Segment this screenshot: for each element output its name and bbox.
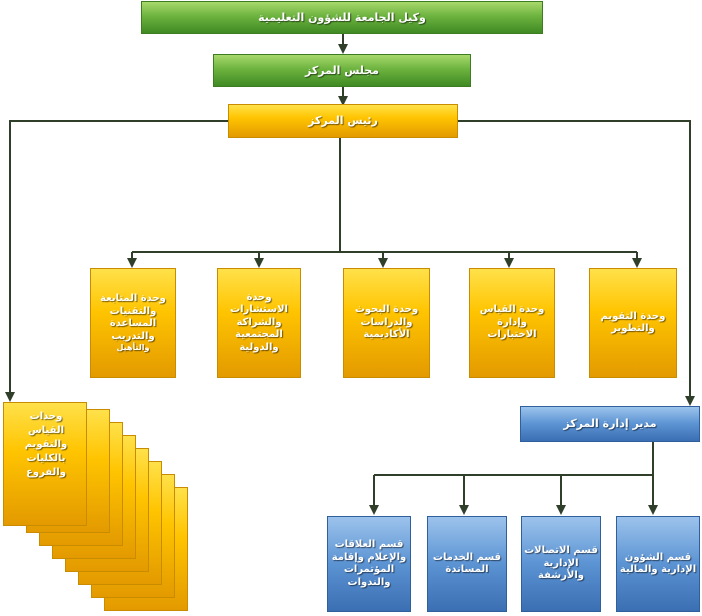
dept-communications-archiving: قسم الاتصالات الإدارية والأرشفة	[521, 516, 601, 612]
dept-admin-finance: قسم الشؤون الإدارية والمالية	[616, 516, 700, 612]
unit-label: وحدة البحوث والدراسات الأكاديمية	[354, 304, 419, 341]
head-label: رئيس المركز	[308, 114, 378, 128]
unit-consulting-partnership: وحدة الاستشارات والشراكة المجتمعية والدو…	[217, 268, 301, 378]
unit-label: وحدة التقويم والتطوير	[600, 310, 666, 335]
line-head-to-branch-units	[5, 120, 228, 402]
dept-label: قسم الخدمات المساندة	[432, 551, 502, 576]
director-box: مدير إدارة المركز	[520, 406, 700, 442]
stack-card-front	[3, 402, 87, 526]
vice-rector-label: وكيل الجامعة للشؤون التعليمية	[258, 10, 426, 24]
unit-evaluation-development: وحدة التقويم والتطوير	[589, 268, 677, 378]
dept-support-services: قسم الخدمات المساندة	[427, 516, 507, 612]
dept-relations-media-conferences: قسم العلاقات والإعلام وإقامة المؤتمرات و…	[327, 516, 411, 612]
branch-units-label: وحدات القياس والتقويم بالكليات والفروع	[24, 411, 68, 478]
council-label: مجلس المركز	[305, 63, 379, 77]
council-box: مجلس المركز	[213, 54, 471, 87]
unit-label: وحدة القياس وإدارة الاختبارات	[479, 304, 545, 341]
unit-label: وحدة الاستشارات والشراكة المجتمعية والدو…	[230, 291, 288, 353]
unit-research-studies: وحدة البحوث والدراسات الأكاديمية	[343, 268, 430, 378]
unit-sub-label: والتأهيل	[116, 343, 150, 352]
branch-units-label-wrap: وحدات القياس والتقويم بالكليات والفروع	[12, 410, 80, 510]
dept-label: قسم الشؤون الإدارية والمالية	[619, 551, 697, 576]
unit-label: وحدة المتابعة والتقنيات المساعدة والتدري…	[100, 293, 166, 342]
line-head-to-director	[458, 120, 695, 406]
dept-label: قسم الاتصالات الإدارية والأرشفة	[524, 545, 598, 582]
head-box: رئيس المركز	[228, 104, 458, 138]
unit-measurement-exams: وحدة القياس وإدارة الاختبارات	[469, 268, 555, 378]
director-label: مدير إدارة المركز	[563, 417, 657, 431]
dept-label: قسم العلاقات والإعلام وإقامة المؤتمرات و…	[331, 539, 407, 588]
vice-rector-box: وكيل الجامعة للشؤون التعليمية	[141, 1, 543, 34]
unit-followup-training: وحدة المتابعة والتقنيات المساعدة والتدري…	[90, 268, 176, 378]
